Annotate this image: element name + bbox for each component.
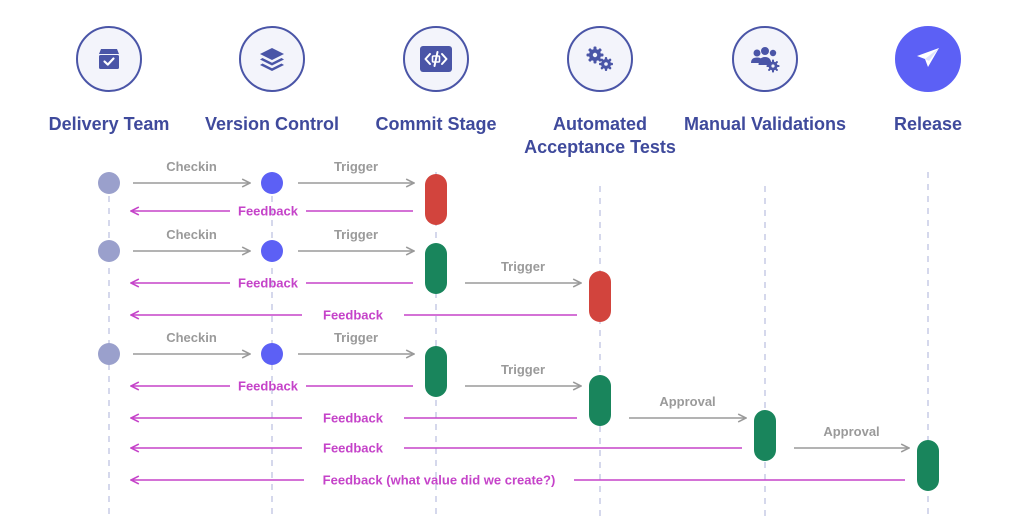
- paper-plane-icon: [895, 26, 961, 92]
- lane-header-manual-validations: Manual Validations: [680, 26, 850, 136]
- version-control-dot: [261, 343, 283, 365]
- feedback-label: Feedback (what value did we create?): [323, 473, 556, 488]
- code-icon: [403, 26, 469, 92]
- activation-bar-commit-success: [425, 346, 447, 397]
- delivery-team-dot: [98, 240, 120, 262]
- activation-bar-release-success: [917, 440, 939, 491]
- forward-arrow-label: Trigger: [501, 259, 545, 274]
- lane-header-automated-acceptance-tests: Automated Acceptance Tests: [515, 26, 685, 159]
- forward-arrow-label: Trigger: [334, 159, 378, 174]
- forward-arrow-label: Checkin: [166, 227, 217, 242]
- box-check-icon: [76, 26, 142, 92]
- lane-title-delivery-team: Delivery Team: [48, 114, 170, 134]
- feedback-label: Feedback: [323, 441, 384, 456]
- forward-arrow-label: Trigger: [334, 330, 378, 345]
- delivery-team-dot: [98, 172, 120, 194]
- activation-bar-acceptance-success: [589, 375, 611, 426]
- layers-icon: [239, 26, 305, 92]
- forward-arrow-label: Checkin: [166, 330, 217, 345]
- lane-header-commit-stage: Commit Stage: [351, 26, 521, 136]
- feedback-label: Feedback: [238, 276, 299, 291]
- lane-header-delivery-team: Delivery Team: [24, 26, 194, 136]
- forward-arrow-label: Trigger: [334, 227, 378, 242]
- forward-arrow-label: Approval: [823, 424, 879, 439]
- activation-bar-commit-failure: [425, 174, 447, 225]
- lane-title-version-control: Version Control: [204, 114, 339, 134]
- lane-title-manual-validations: Manual Validations: [683, 114, 847, 134]
- forward-arrow-label: Trigger: [501, 362, 545, 377]
- lane-title-release: Release: [893, 114, 963, 134]
- lane-header-version-control: Version Control: [187, 26, 357, 136]
- activation-bar-acceptance-failure: [589, 271, 611, 322]
- version-control-dot: [261, 240, 283, 262]
- gears-icon: [567, 26, 633, 92]
- version-control-dot: [261, 172, 283, 194]
- forward-arrow-label: Approval: [659, 394, 715, 409]
- lane-title-automated-acceptance-tests: Automated Acceptance Tests: [524, 114, 676, 157]
- activation-bar-manual-success: [754, 410, 776, 461]
- feedback-label: Feedback: [323, 308, 384, 323]
- lane-title-commit-stage: Commit Stage: [375, 114, 497, 134]
- activation-bar-commit-success: [425, 243, 447, 294]
- users-gear-icon: [732, 26, 798, 92]
- feedback-label: Feedback: [238, 379, 299, 394]
- forward-arrow-label: Checkin: [166, 159, 217, 174]
- lane-header-release: Release: [843, 26, 1013, 136]
- delivery-team-dot: [98, 343, 120, 365]
- feedback-label: Feedback: [238, 204, 299, 219]
- feedback-label: Feedback: [323, 411, 384, 426]
